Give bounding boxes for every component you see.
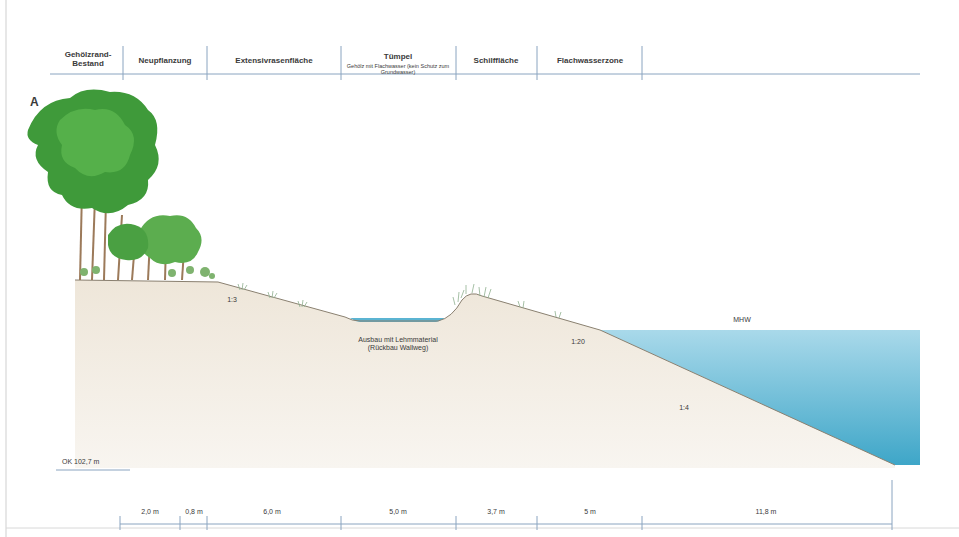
material-note: Ausbau mit Lehmmaterial (Rückbau Wallweg… <box>343 336 453 352</box>
zone-heading: Flachwasserzone <box>540 56 640 65</box>
frame-line <box>6 528 959 529</box>
frame-line <box>6 0 7 537</box>
grass-tufts <box>238 283 561 318</box>
zone-heading: Neupflanzung <box>125 56 205 65</box>
tree-group <box>27 90 215 280</box>
zone-heading: Extensivrasenfläche <box>210 56 338 65</box>
dimension-value: 11,8 m <box>726 508 806 516</box>
zone-note: Gehölz mit Flachwasser (kein Schutz zum … <box>342 63 454 76</box>
slope-ratio: 1:20 <box>564 338 592 346</box>
zone-heading: Schilffläche <box>457 56 535 65</box>
water-level-label: MHW <box>724 316 760 324</box>
dimension-value: 5 m <box>560 508 620 516</box>
dimension-value: 5,0 m <box>368 508 428 516</box>
dimension-value: 6,0 m <box>242 508 302 516</box>
level-line <box>56 470 130 471</box>
zone-heading: Tümpel <box>343 52 453 61</box>
slope-ratio: 1:4 <box>672 404 696 412</box>
level-label: OK 102,7 m <box>62 458 99 466</box>
dimension-line <box>120 480 892 530</box>
dimension-value: 3,7 m <box>466 508 526 516</box>
dimension-value: 0,8 m <box>179 508 209 516</box>
ground-line <box>75 280 895 465</box>
zone-heading: Gehölzrand- Bestand <box>57 50 119 68</box>
dimension-value: 2,0 m <box>125 508 175 516</box>
slope-ratio: 1:3 <box>220 296 244 304</box>
lake-water <box>600 330 920 465</box>
panel-letter: A <box>30 96 39 110</box>
header-grid <box>50 46 920 80</box>
